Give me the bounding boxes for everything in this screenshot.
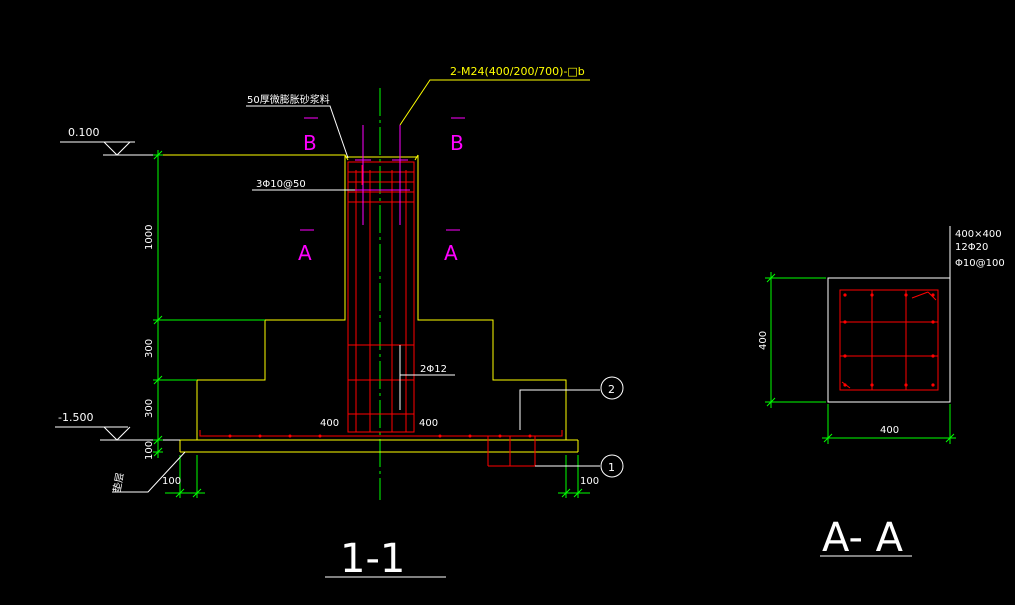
- vertical-dimension-chain: [153, 150, 265, 458]
- anchor-bolts: [355, 125, 410, 225]
- section-mark-b-right: B: [450, 131, 464, 155]
- dim-100-left: 100: [162, 476, 181, 487]
- column-spec-tie: Φ10@100: [955, 258, 1005, 269]
- section-1-1: 2Φ12 2-M24(400/200/700)-□b 50厚微膨胀砂浆料 3Φ1…: [55, 65, 624, 582]
- pedestal-rebar-cage: [347, 161, 415, 433]
- callout-1-number: 1: [608, 461, 615, 474]
- section-a-a: 400×400 12Φ20 Φ10@100 400 400 A- A: [758, 226, 1005, 561]
- callout-2-number: 2: [608, 383, 615, 396]
- elevation-marker-bottom: [55, 426, 180, 441]
- concrete-outline: [160, 154, 579, 453]
- column-dim-width: 400: [880, 425, 899, 436]
- bolt-leader: [399, 79, 590, 126]
- elevation-marker-top: [60, 141, 160, 156]
- elevation-bottom-label: -1.500: [58, 411, 93, 424]
- elevation-top-label: 0.100: [68, 126, 100, 139]
- dim-400-right: 400: [419, 418, 438, 429]
- column-rebar: [839, 289, 939, 391]
- section-mark-b-left: B: [303, 131, 317, 155]
- section-a-a-title: A- A: [822, 515, 904, 561]
- rebar-leader: [399, 345, 455, 410]
- dim-100-right: 100: [580, 476, 599, 487]
- dim-400-left: 400: [320, 418, 339, 429]
- column-spec-size: 400×400: [955, 229, 1002, 240]
- dim-1000: 1000: [144, 225, 155, 250]
- column-dimensions: [765, 272, 956, 444]
- tie-note: 3Φ10@50: [256, 179, 306, 190]
- base-dimensions: [165, 455, 590, 498]
- section-mark-a-left: A: [298, 241, 312, 265]
- dim-300-lower: 300: [144, 399, 155, 418]
- rebar-note: 2Φ12: [420, 364, 447, 375]
- column-outline: [827, 277, 951, 403]
- section-1-1-title: 1-1: [340, 536, 405, 582]
- grout-note: 50厚微膨胀砂浆料: [247, 93, 330, 106]
- callout-2: [519, 376, 624, 430]
- dim-300-upper: 300: [144, 339, 155, 358]
- column-dim-height: 400: [758, 331, 769, 350]
- base-slab-rebar: [199, 430, 563, 467]
- column-rebar-dots: [843, 293, 935, 387]
- grout-leader: [246, 105, 349, 159]
- cushion-note: 垫层: [110, 472, 126, 494]
- callout-1: [535, 454, 624, 478]
- cushion-leader: [112, 451, 186, 493]
- dim-100-vertical: 100: [144, 441, 155, 460]
- column-spec-main: 12Φ20: [955, 242, 988, 253]
- section-mark-a-right: A: [444, 241, 458, 265]
- base-slab-rebar-dots: [228, 434, 532, 438]
- section-marks: [300, 117, 465, 231]
- bolt-note: 2-M24(400/200/700)-□b: [450, 65, 585, 78]
